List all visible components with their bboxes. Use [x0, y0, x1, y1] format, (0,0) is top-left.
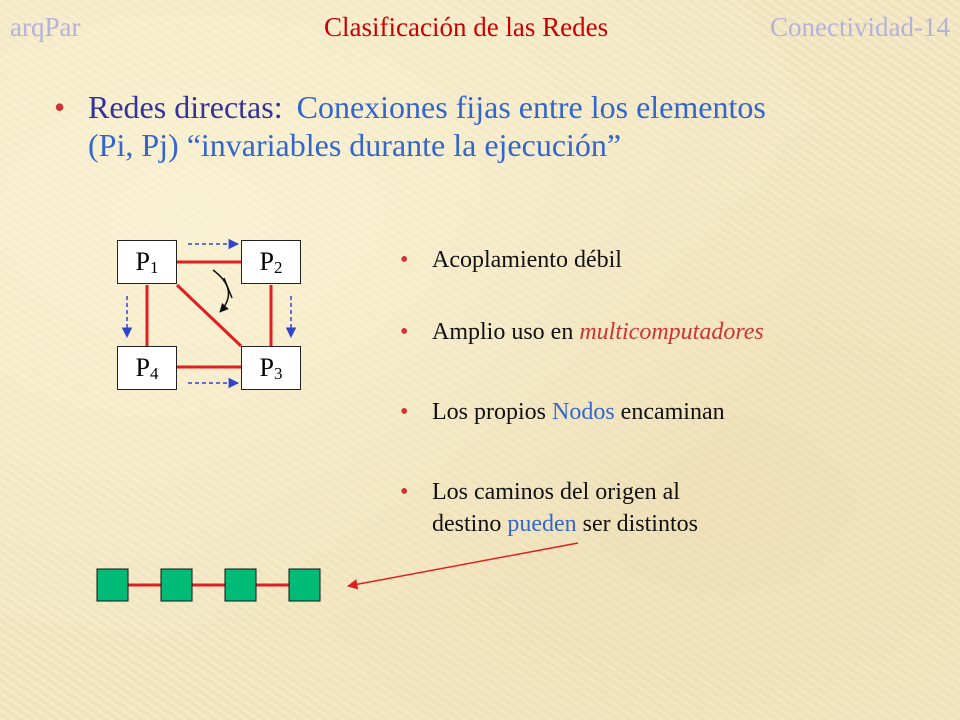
bullet-text: Acoplamiento débil — [432, 247, 622, 273]
node-p4: P4 — [117, 346, 177, 390]
bullet-text-accent: pueden — [507, 511, 577, 537]
bullet-text-post: ser distintos — [582, 511, 698, 537]
main-bullet-term: Redes directas: — [88, 89, 283, 125]
chain-node — [224, 568, 257, 602]
node-p3-letter: P — [259, 353, 274, 382]
main-bullet-desc-line1: Conexiones fijas entre los elementos — [296, 89, 766, 125]
crossing-mark — [223, 277, 233, 299]
bullet-dot-icon: • — [400, 319, 409, 345]
link-p1-p3 — [175, 283, 243, 348]
pointer-arrow — [346, 542, 579, 590]
chain-node — [160, 568, 193, 602]
bullet-text-accent: multicomputadores — [579, 319, 764, 345]
bullet-item-paths: • Los caminos del origen al destino puede… — [400, 476, 900, 540]
node-p3-index: 3 — [273, 364, 283, 383]
bullet-text-pre: destino — [432, 511, 502, 537]
linear-chain — [96, 568, 321, 602]
node-p1-letter: P — [135, 247, 150, 276]
chain-node — [288, 568, 321, 602]
bullet-text: Los propios Nodos encaminan — [432, 396, 900, 428]
bullet-item-usage: • Amplio uso en multicomputadores — [400, 316, 900, 348]
bullet-dot-icon: • — [400, 247, 409, 273]
node-p1-index: 1 — [149, 258, 159, 277]
slide-title: Clasificación de las Redes — [324, 12, 609, 42]
node-p4-index: 4 — [149, 364, 159, 383]
bullet-text-post: encaminan — [620, 399, 725, 425]
node-p2-index: 2 — [273, 258, 283, 277]
bullet-text-pre: Los propios — [432, 399, 546, 425]
crossing-annotation — [212, 269, 233, 313]
bullet-item-coupling: • Acoplamiento débil — [400, 244, 900, 276]
bullet-dot-icon: • — [400, 479, 409, 505]
node-p2: P2 — [241, 240, 301, 284]
bullet-text-pre: Amplio uso en — [432, 319, 574, 345]
bullet-text-line1: Los caminos del origen al — [432, 479, 680, 505]
bullet-text: Amplio uso en multicomputadores — [432, 316, 900, 348]
main-bullet-desc-line2: (Pi, Pj) “invariables durante la ejecuci… — [88, 127, 622, 163]
node-p3: P3 — [241, 346, 301, 390]
node-p1: P1 — [117, 240, 177, 284]
bullet-dot-icon: • — [400, 399, 409, 425]
crossing-arc — [212, 269, 230, 313]
bullet-item-routing: • Los propios Nodos encaminan — [400, 396, 900, 428]
bullet-text-accent: Nodos — [552, 399, 615, 425]
main-bullet: • Redes directas: Conexiones fijas entre … — [54, 88, 934, 164]
flow-arrows — [121, 238, 297, 389]
bullet-dot-icon: • — [54, 89, 66, 125]
chain-node — [96, 568, 129, 602]
node-p2-letter: P — [259, 247, 274, 276]
header-right-label: Conectividad-14 — [770, 12, 950, 42]
network-links — [145, 260, 273, 369]
node-p4-letter: P — [135, 353, 150, 382]
header-left-label: arqPar — [10, 12, 81, 42]
